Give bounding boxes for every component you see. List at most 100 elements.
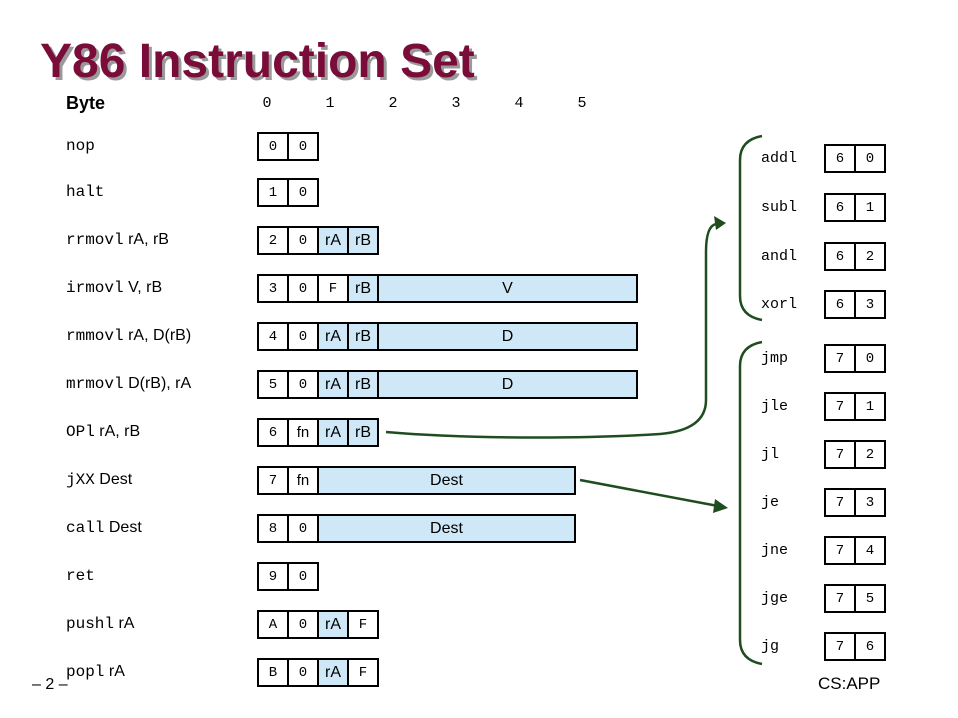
- instruction-opcode: jXX: [66, 471, 95, 489]
- function-code-cell: 0: [854, 344, 886, 373]
- instruction-opcode: rmmovl: [66, 327, 124, 345]
- byte-label: Byte: [66, 93, 106, 113]
- function-code-cell: 1: [854, 392, 886, 421]
- encoding-byte-cell: 9: [257, 562, 289, 591]
- function-code-cell: 3: [854, 488, 886, 517]
- byte-number: 3: [451, 95, 461, 112]
- function-name-jl: jl: [761, 446, 780, 463]
- page-title: Y86 Instruction Set: [40, 35, 475, 88]
- function-code-cell: 1: [854, 193, 886, 222]
- encoding-byte-cell: rB: [347, 322, 379, 351]
- function-code-cell: 5: [854, 584, 886, 613]
- encoding-field-cell: V: [377, 274, 638, 303]
- instruction-opcode: nop: [66, 137, 95, 155]
- function-code-cell: 6: [824, 144, 856, 173]
- instruction-operands: rA, rB: [128, 231, 169, 248]
- instruction-operands: Dest: [108, 519, 142, 536]
- encoding-byte-cell: rA: [317, 658, 349, 687]
- byte-number: 0: [262, 95, 272, 112]
- function-code-cell: 4: [854, 536, 886, 565]
- instruction-call: call Dest: [66, 519, 142, 537]
- byte-number: 5: [577, 95, 587, 112]
- function-code-cell: 2: [854, 242, 886, 271]
- instruction-mrmovl: mrmovl D(rB), rA: [66, 375, 191, 393]
- jxx-arrow-line: [579, 478, 719, 508]
- encoding-field-cell: Dest: [317, 466, 576, 495]
- instruction-halt: halt: [66, 183, 104, 201]
- function-code-cell: 3: [854, 290, 886, 319]
- encoding-byte-cell: rA: [317, 610, 349, 639]
- encoding-byte-cell: 0: [287, 226, 319, 255]
- instruction-opcode: pushl: [66, 615, 115, 633]
- jump-group-bracket: [738, 340, 763, 666]
- function-code-cell: 0: [854, 144, 886, 173]
- function-name-je: je: [761, 494, 780, 511]
- encoding-byte-cell: rB: [347, 418, 379, 447]
- function-code-cell: 7: [824, 632, 856, 661]
- function-name-xorl: xorl: [761, 296, 798, 313]
- instruction-nop: nop: [66, 137, 95, 155]
- function-name-andl: andl: [761, 248, 798, 265]
- function-name-jg: jg: [761, 638, 780, 655]
- instruction-rrmovl: rrmovl rA, rB: [66, 231, 169, 249]
- instruction-popl: popl rA: [66, 663, 125, 681]
- encoding-byte-cell: F: [347, 610, 379, 639]
- encoding-byte-cell: 2: [257, 226, 289, 255]
- function-name-addl: addl: [761, 150, 798, 167]
- instruction-rmmovl: rmmovl rA, D(rB): [66, 327, 191, 345]
- function-code-cell: 7: [824, 536, 856, 565]
- instruction-operands: rA: [118, 615, 135, 632]
- course-label: CS:APP: [818, 674, 881, 693]
- function-name-jmp: jmp: [761, 350, 789, 367]
- instruction-opcode: mrmovl: [66, 375, 124, 393]
- byte-number: 1: [325, 95, 335, 112]
- instruction-irmovl: irmovl V, rB: [66, 279, 162, 297]
- byte-number: 4: [514, 95, 524, 112]
- function-code-cell: 6: [854, 632, 886, 661]
- instruction-opcode: rrmovl: [66, 231, 124, 249]
- instruction-opcode: irmovl: [66, 279, 124, 297]
- opl-arrow-line: [385, 222, 717, 439]
- page-number: – 2 –: [32, 676, 68, 693]
- function-code-cell: 6: [824, 242, 856, 271]
- encoding-byte-cell: 0: [287, 132, 319, 161]
- function-code-cell: 7: [824, 584, 856, 613]
- function-name-subl: subl: [761, 199, 798, 216]
- encoding-byte-cell: 0: [287, 370, 319, 399]
- function-name-jge: jge: [761, 590, 789, 607]
- encoding-byte-cell: F: [347, 658, 379, 687]
- instruction-opl: OPl rA, rB: [66, 423, 140, 441]
- encoding-field-cell: D: [377, 322, 638, 351]
- instruction-ret: ret: [66, 567, 95, 585]
- instruction-pushl: pushl rA: [66, 615, 134, 633]
- function-code-cell: 7: [824, 488, 856, 517]
- opl-arrowhead: [714, 216, 726, 230]
- jxx-arrowhead: [713, 499, 728, 513]
- function-code-cell: 2: [854, 440, 886, 469]
- function-code-cell: 6: [824, 290, 856, 319]
- encoding-byte-cell: F: [317, 274, 349, 303]
- instruction-opcode: call: [66, 519, 105, 537]
- function-name-jne: jne: [761, 542, 789, 559]
- instruction-operands: V, rB: [128, 279, 163, 296]
- encoding-field-cell: D: [377, 370, 638, 399]
- instruction-operands: D(rB), rA: [128, 375, 192, 392]
- instruction-operands: Dest: [99, 471, 133, 488]
- instruction-operands: rA: [108, 663, 125, 680]
- instruction-opcode: halt: [66, 183, 105, 201]
- encoding-byte-cell: A: [257, 610, 289, 639]
- instruction-opcode: popl: [66, 663, 105, 681]
- instruction-jxx: jXX Dest: [66, 471, 132, 489]
- op-group-bracket: [738, 134, 763, 322]
- instruction-operands: rA, rB: [99, 423, 141, 440]
- encoding-byte-cell: 8: [257, 514, 289, 543]
- function-name-jle: jle: [761, 398, 789, 415]
- encoding-byte-cell: 0: [287, 178, 319, 207]
- instruction-opcode: OPl: [66, 423, 95, 441]
- instruction-operands: rA, D(rB): [128, 327, 192, 344]
- encoding-byte-cell: rB: [347, 274, 379, 303]
- instruction-opcode: ret: [66, 567, 95, 585]
- encoding-field-cell: Dest: [317, 514, 576, 543]
- byte-number: 2: [388, 95, 398, 112]
